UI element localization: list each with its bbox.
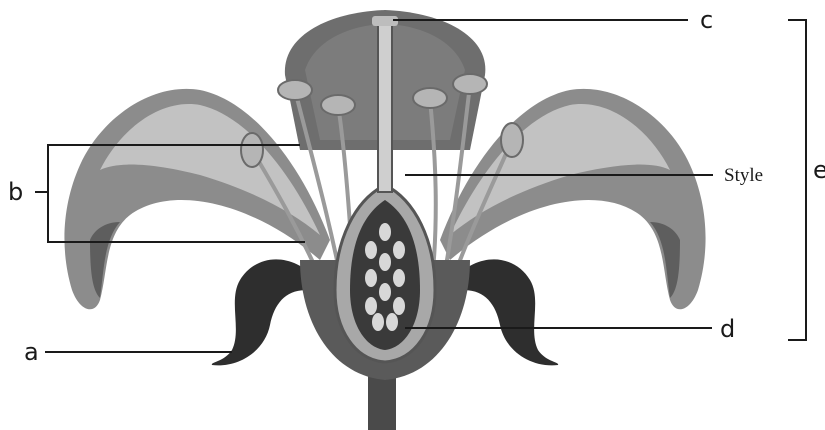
- label-c: c: [700, 6, 713, 34]
- bracket-e: [788, 20, 806, 340]
- label-b: b: [8, 178, 23, 206]
- label-a: a: [24, 338, 39, 366]
- label-d: d: [720, 315, 735, 343]
- label-e: e: [813, 156, 825, 184]
- style: [378, 22, 392, 192]
- label-style: Style: [724, 165, 763, 186]
